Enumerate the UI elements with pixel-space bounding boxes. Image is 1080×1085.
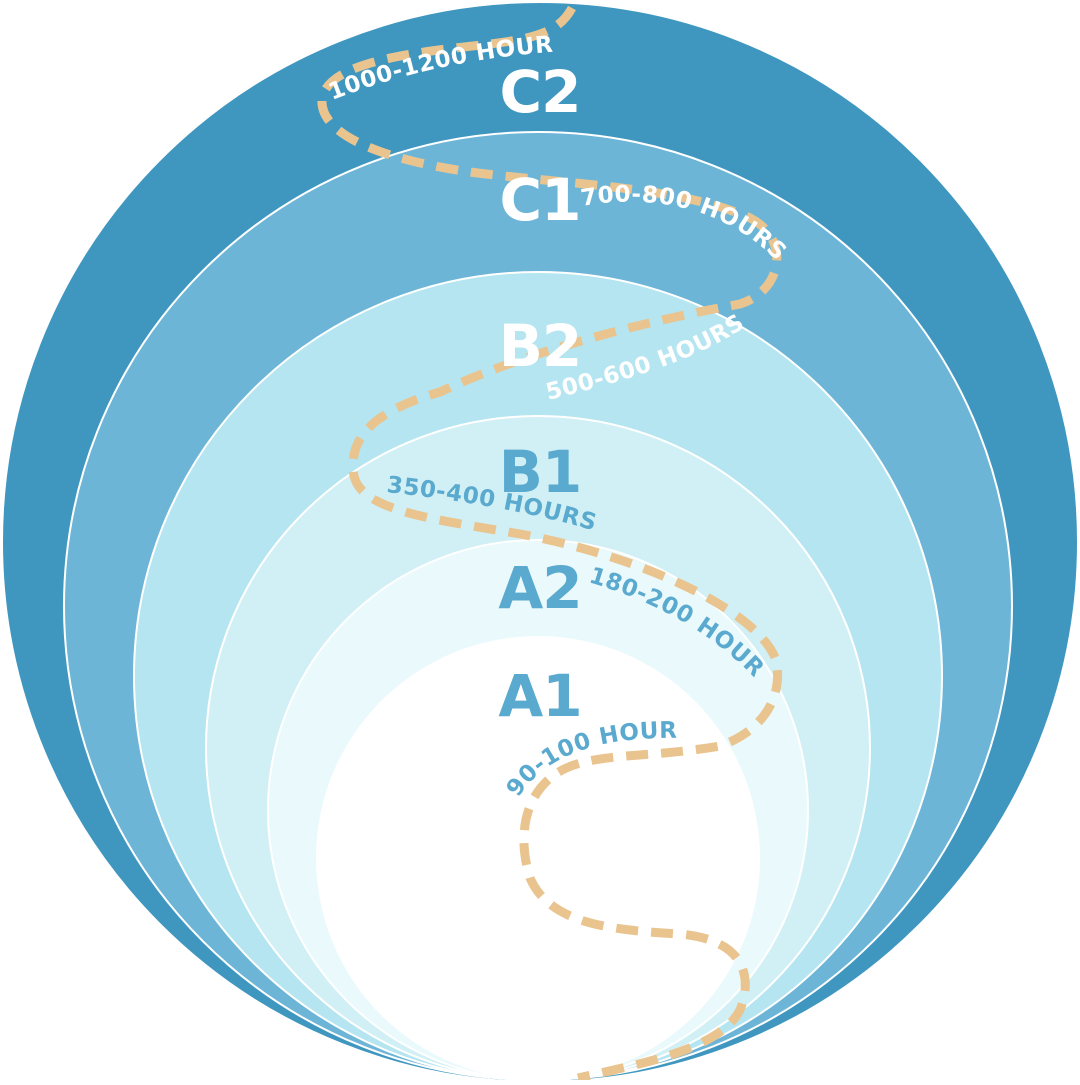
level-code-a2: A2 <box>498 554 581 622</box>
level-code-c2: C2 <box>500 58 581 126</box>
level-code-b1: B1 <box>499 438 582 506</box>
circle-a1 <box>316 636 760 1080</box>
level-code-b2: B2 <box>499 312 582 380</box>
level-code-a1: A1 <box>498 662 581 730</box>
learning-path <box>317 5 782 1083</box>
level-code-c1: C1 <box>500 166 581 234</box>
